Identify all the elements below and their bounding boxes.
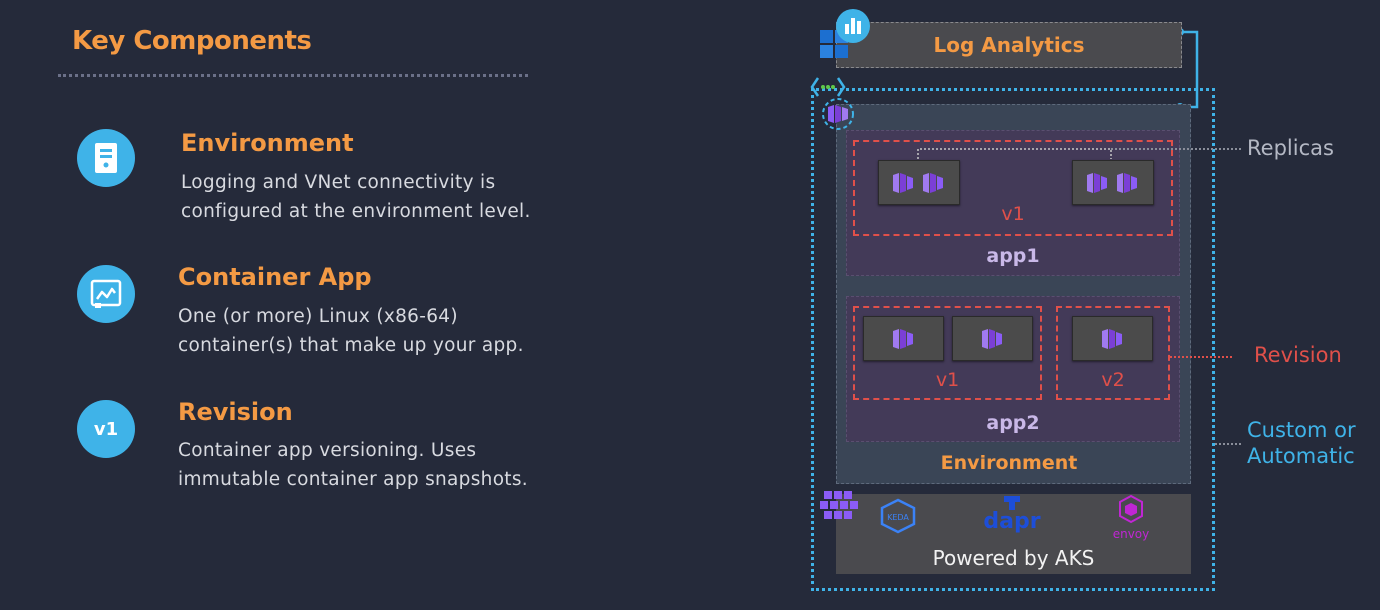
heading-divider [58,74,528,77]
custom-callout-line [1215,443,1241,445]
replicas-connector [917,148,1243,159]
app2-revision-v1-label: v1 [935,369,960,391]
item-title-container-app: Container App [178,263,372,291]
container-icon [1087,172,1107,193]
container-icon [892,328,913,349]
container-icon [1101,328,1122,349]
v1-badge-icon: v1 [77,400,135,458]
callout-custom-line2: Automatic [1247,444,1355,468]
item-desc-environment: Logging and VNet connectivity is configu… [181,172,531,222]
dapr-logo-text: dapr [983,509,1040,534]
replica-container [878,160,960,205]
container-icon [981,328,1002,349]
container-app-icon [77,265,135,323]
app2-revision-v2 [1056,306,1170,400]
item-desc-container-app: One (or more) Linux (x86-64) container(s… [178,306,524,356]
item-desc-revision: Container app versioning. Uses immutable… [178,440,528,490]
log-analytics-icon [818,8,874,66]
aks-icon [820,488,858,526]
section-heading: Key Components [72,26,312,56]
item-title-revision: Revision [178,398,293,426]
revision-callout-line [1170,356,1232,358]
keda-logo: KEDA [878,498,918,538]
replica-container [1072,316,1153,361]
server-icon [77,129,135,187]
app1-revision-v1 [853,140,1173,236]
container-icon [1117,172,1137,193]
environment-label: Environment [940,452,1078,474]
callout-custom-line1: Custom or [1247,418,1356,442]
app2-revision-v2-label: v2 [1101,369,1125,391]
callout-replicas: Replicas [1247,136,1334,160]
dapr-logo: dapr [980,494,1044,542]
callout-revision: Revision [1254,343,1342,367]
app1-revision-label: v1 [1001,203,1025,225]
app1-label: app1 [986,245,1040,267]
container-icon [893,172,913,193]
app2-revision-v1 [853,306,1042,400]
envoy-logo-text: envoy [1113,527,1150,541]
log-analytics-box: Log Analytics [836,22,1182,68]
replica-container [863,316,944,361]
keda-logo-text: KEDA [887,513,909,522]
aks-label: Powered by AKS [932,546,1095,570]
custom-boundary [811,88,1215,591]
v1-badge-text: v1 [93,418,119,440]
callout-custom: Custom or Automatic [1247,417,1356,469]
environment-icon [819,96,857,136]
item-title-environment: Environment [181,129,354,157]
vnet-icon [810,76,846,102]
log-analytics-label: Log Analytics [933,33,1085,57]
replica-container [952,316,1033,361]
app2-label: app2 [986,412,1040,434]
envoy-logo: envoy [1106,494,1156,546]
container-icon [923,172,943,193]
replica-container [1072,160,1154,205]
